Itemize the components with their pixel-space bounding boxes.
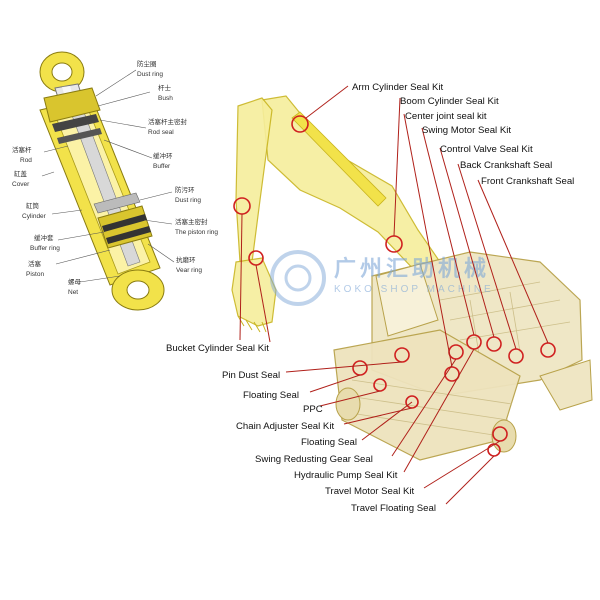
hydraulic-cylinder-illustration <box>39 51 165 311</box>
rod-seal-en: Rod seal <box>148 129 174 136</box>
rod-seal-cn: 活塞杆主密封 <box>148 117 188 126</box>
buffer-cn: 缓冲环 <box>153 151 173 160</box>
anti-fouling-en: Dust ring <box>175 197 201 204</box>
nut-en: Net <box>68 289 78 296</box>
dust-ring-en: Dust ring <box>137 71 163 78</box>
rod-en: Rod <box>20 157 32 164</box>
piston-ring-en: The piston ring <box>175 229 218 236</box>
cylinder-cn: 缸筒 <box>26 201 40 210</box>
dust-ring-cn: 防尘圈 <box>137 59 157 68</box>
label-hydraulic-pump: Hydraulic Pump Seal Kit <box>294 470 398 481</box>
label-control-valve: Control Valve Seal Kit <box>440 144 533 155</box>
label-back-crankshaft: Back Crankshaft Seal <box>460 160 552 171</box>
cover-cn: 缸盖 <box>14 169 28 178</box>
watermark-cn: 广州汇助机械 <box>334 256 490 282</box>
label-bucket-cylinder: Bucket Cylinder Seal Kit <box>166 343 269 354</box>
anti-fouling-cn: 防污环 <box>175 185 195 194</box>
cylinder-labels: 防尘圈 Dust ring 杆士 Bush 活塞杆主密封 Rod seal 缓冲… <box>12 59 218 296</box>
excavator-labels: Arm Cylinder Seal Kit Boom Cylinder Seal… <box>166 82 574 514</box>
wear-ring-en: Vear ring <box>176 267 202 274</box>
nut-cn: 螺母 <box>68 277 82 286</box>
label-travel-motor: Travel Motor Seal Kit <box>325 486 415 497</box>
piston-en: Piston <box>26 271 44 278</box>
watermark-logo-icon <box>270 250 326 306</box>
buffer-ring-cn: 缓冲套 <box>34 233 54 242</box>
label-chain-adjuster: Chain Adjuster Seal Kit <box>236 421 334 432</box>
wear-ring-cn: 抗磨环 <box>176 255 196 264</box>
label-arm-cylinder: Arm Cylinder Seal Kit <box>352 82 444 93</box>
buffer-en: Buffer <box>153 163 171 170</box>
watermark-en: KOKO SHOP MACHINE <box>334 284 494 295</box>
bush-cn: 杆士 <box>158 83 172 92</box>
label-floating-seal-2: Floating Seal <box>301 437 357 448</box>
cylinder-en: Cylinder <box>22 213 47 220</box>
cover-en: Cover <box>12 181 30 188</box>
label-travel-floating: Travel Floating Seal <box>351 503 436 514</box>
label-swing-motor: Swing Motor Seal Kit <box>422 125 511 136</box>
label-boom-cylinder: Boom Cylinder Seal Kit <box>400 96 499 107</box>
label-center-joint: Center joint seal kit <box>405 111 487 122</box>
label-pin-dust: Pin Dust Seal <box>222 370 280 381</box>
piston-cn: 活塞 <box>28 259 42 268</box>
label-ppc: PPC <box>303 404 323 415</box>
cylinder-leader-lines <box>41 69 175 283</box>
buffer-ring-en: Buffer ring <box>30 245 60 252</box>
marker-arm-cylinder <box>291 115 309 133</box>
label-front-crankshaft: Front Crankshaft Seal <box>481 176 574 187</box>
bush-en: Bush <box>158 95 173 102</box>
watermark: 广州汇助机械 KOKO SHOP MACHINE <box>270 250 494 306</box>
rod-cn: 活塞杆 <box>12 145 32 154</box>
excavator-leader-lines <box>239 85 549 505</box>
piston-ring-cn: 活塞主密封 <box>175 217 208 226</box>
marker-bucket-pin <box>248 250 264 266</box>
label-floating-seal-1: Floating Seal <box>243 390 299 401</box>
excavator-illustration <box>231 95 593 461</box>
label-swing-reducing: Swing Redusting Gear Seal <box>255 454 373 465</box>
